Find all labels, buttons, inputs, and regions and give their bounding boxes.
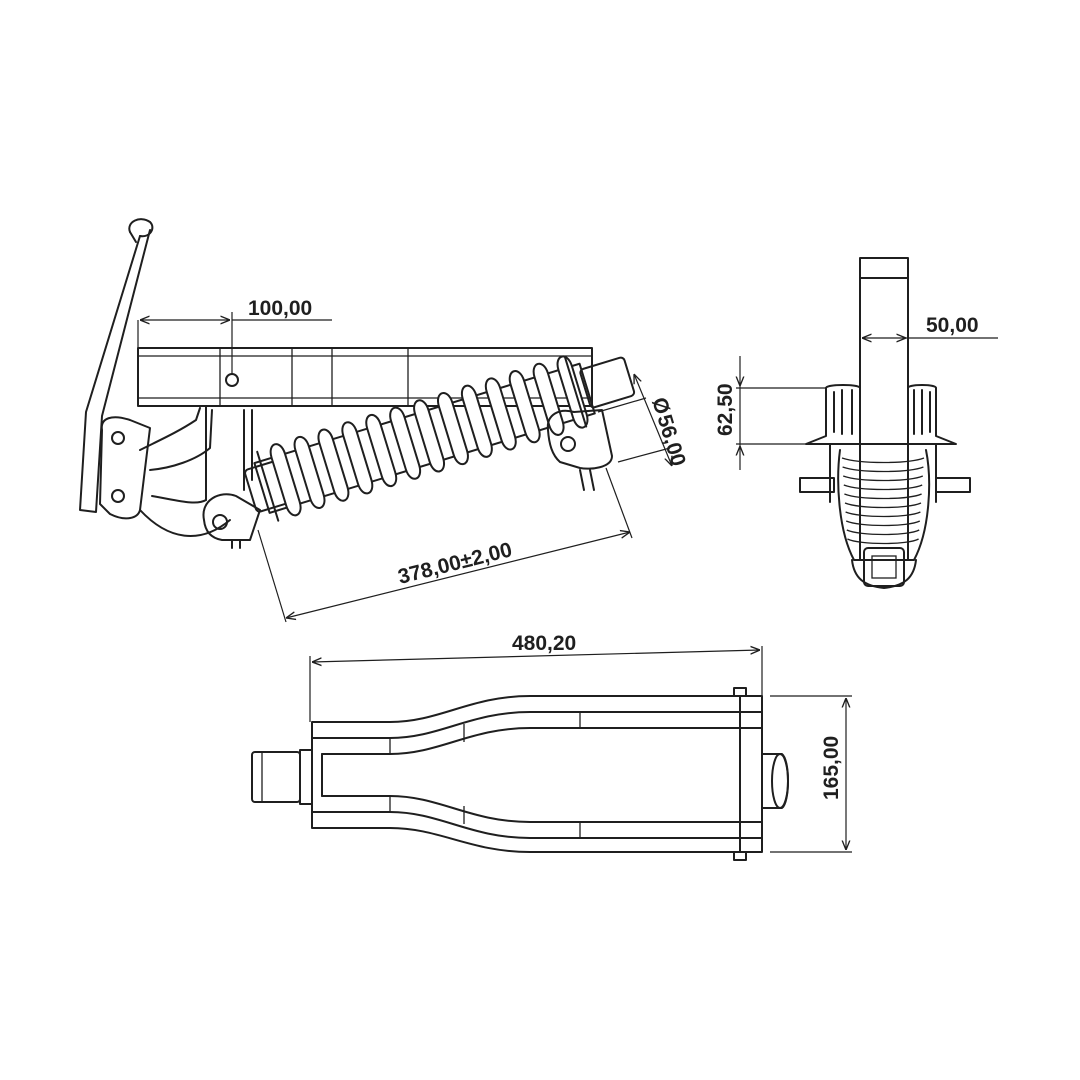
pivot-bracket bbox=[99, 416, 151, 520]
spring-coil bbox=[317, 428, 350, 502]
front-spring-coil bbox=[843, 484, 923, 491]
front-spring-coil bbox=[844, 493, 922, 500]
spring-coil bbox=[389, 406, 422, 480]
spring-coil bbox=[293, 436, 326, 509]
side-view: 100,00 Ø 56,00 378,00±2,00 bbox=[79, 218, 690, 623]
dim-top-width: 50,00 bbox=[862, 314, 998, 338]
spring-coil bbox=[484, 377, 517, 451]
dim-arm-offset: 100,00 bbox=[137, 297, 332, 374]
front-spring-coil bbox=[844, 502, 922, 509]
front-spring-coil bbox=[847, 538, 919, 545]
dim-total-length: 480,20 bbox=[309, 632, 763, 722]
front-spring-coil bbox=[845, 520, 921, 527]
front-view: 50,00 62,50 bbox=[714, 257, 998, 589]
spring-coil bbox=[460, 384, 493, 458]
dim-side-height: 62,50 bbox=[714, 356, 826, 470]
spring-coil bbox=[365, 414, 398, 487]
front-spring-coil bbox=[841, 457, 925, 464]
spring-coil bbox=[413, 399, 446, 473]
dim-total-width: 165,00 bbox=[770, 695, 852, 853]
lower-spring-eye bbox=[202, 493, 261, 549]
dim-top-width-label: 50,00 bbox=[926, 314, 979, 337]
dim-spring-diameter-label: 56,00 bbox=[652, 412, 689, 469]
dim-spring-length-label: 378,00±2,00 bbox=[396, 538, 515, 589]
dim-side-height-label: 62,50 bbox=[714, 383, 737, 436]
beam-hole bbox=[225, 373, 239, 387]
spring-coil bbox=[341, 421, 374, 495]
front-spring-coil bbox=[845, 511, 921, 518]
handle-lever bbox=[79, 218, 154, 513]
dim-total-length-label: 480,20 bbox=[512, 632, 576, 655]
spring-coil bbox=[556, 355, 589, 429]
swing-arm bbox=[139, 405, 253, 537]
spring-coil bbox=[532, 362, 565, 436]
upper-spring-eye bbox=[546, 409, 613, 491]
spring-coil bbox=[437, 392, 469, 465]
front-spring-coil bbox=[842, 475, 924, 482]
front-spring-coil bbox=[846, 529, 920, 536]
spring-coil bbox=[508, 370, 541, 444]
spring-coil bbox=[269, 443, 302, 517]
dim-arm-offset-label: 100,00 bbox=[248, 297, 312, 320]
top-view: 480,20 165,00 bbox=[251, 632, 852, 861]
front-spring-coil bbox=[842, 466, 924, 473]
dim-total-width-label: 165,00 bbox=[820, 736, 843, 800]
coil-spring bbox=[244, 355, 636, 522]
diameter-symbol: Ø bbox=[647, 395, 674, 417]
